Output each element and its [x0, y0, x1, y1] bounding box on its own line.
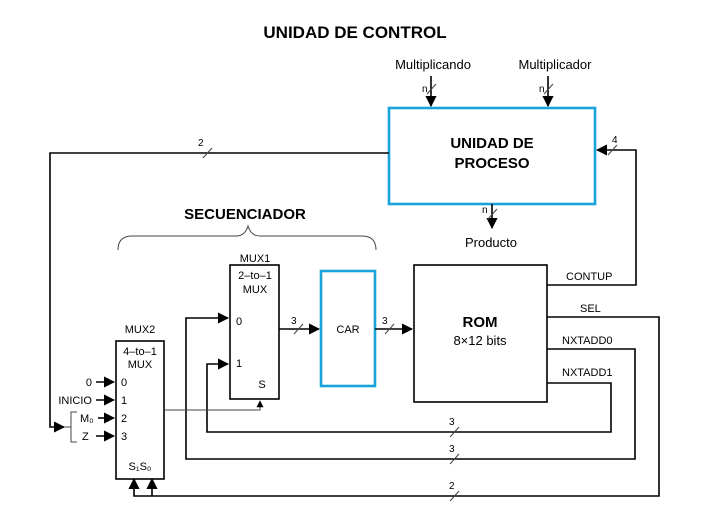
producto-width: n — [482, 205, 488, 216]
multiplicando-bus-slash — [426, 83, 437, 95]
secuenciador-label: SECUENCIADOR — [184, 206, 306, 223]
nxtadd1-bus-slash — [449, 426, 460, 438]
multiplicador-bus-slash — [543, 83, 554, 95]
mux2-src-3: Z — [82, 431, 89, 443]
mux2-type-2: MUX — [128, 359, 153, 371]
mux2-to-mux1-select-wire — [164, 400, 264, 411]
processing-unit-label-1: UNIDAD DE — [450, 135, 533, 152]
status-group-bracket — [64, 411, 77, 443]
producto-bus-slash — [487, 208, 498, 220]
producto-label: Producto — [465, 235, 517, 250]
car-rom-bus-slash — [384, 323, 395, 335]
contup-width: 4 — [612, 135, 618, 146]
mux1-type-1: 2–to–1 — [238, 270, 272, 282]
processing-unit-box — [387, 106, 597, 206]
car-rom-width: 3 — [382, 316, 388, 327]
nxtadd0-wire — [185, 312, 636, 460]
status-bus-width: 2 — [198, 138, 204, 149]
sel-label: SEL — [580, 303, 601, 315]
contup-label: CONTUP — [566, 271, 612, 283]
mux2-name: MUX2 — [125, 324, 156, 336]
nxtadd1-label: NXTADD1 — [562, 367, 613, 379]
multiplicando-width: n — [422, 84, 428, 95]
processing-unit-label-2: PROCESO — [454, 155, 529, 172]
mux2-src-2: M₀ — [80, 413, 94, 425]
mux2-type-1: 4–to–1 — [123, 346, 157, 358]
mux1-box — [229, 264, 280, 400]
rom-name: ROM — [463, 314, 498, 331]
mux2-src-1: INICIO — [58, 395, 92, 407]
mux1-select: S — [258, 379, 265, 391]
diagram-title: UNIDAD DE CONTROL — [263, 23, 446, 42]
mux2-input-1: 1 — [121, 395, 127, 407]
mux1-type-2: MUX — [243, 284, 268, 296]
sel-bus-slash — [449, 490, 460, 502]
mux1-car-width: 3 — [291, 316, 297, 327]
mux2-src-0: 0 — [86, 377, 92, 389]
sel-wire — [128, 316, 660, 497]
mux2-box — [115, 340, 165, 480]
mux2-input-3: 3 — [121, 431, 127, 443]
nxtadd1-wire — [206, 358, 612, 433]
multiplicador-label: Multiplicador — [519, 57, 593, 72]
mux1-car-bus-slash — [293, 323, 304, 335]
contup-wire — [547, 144, 637, 286]
mux1-input-1: 1 — [236, 358, 242, 370]
nxtadd0-bus-slash — [449, 453, 460, 465]
mux1-name: MUX1 — [240, 253, 271, 265]
secuenciador-brace — [117, 224, 377, 251]
nxtadd1-width: 3 — [449, 417, 455, 428]
rom-size: 8×12 bits — [453, 333, 507, 348]
nxtadd0-width: 3 — [449, 444, 455, 455]
multiplicador-width: n — [539, 84, 545, 95]
rom-box — [413, 264, 548, 403]
sel-width: 2 — [449, 481, 455, 492]
car-label: CAR — [336, 324, 359, 336]
status-bus-slash — [202, 147, 213, 159]
status-bus-wire — [49, 152, 389, 433]
nxtadd0-label: NXTADD0 — [562, 335, 613, 347]
contup-bus-slash — [607, 144, 618, 156]
mux2-input-0: 0 — [121, 377, 127, 389]
mux2-input-2: 2 — [121, 413, 127, 425]
mux1-input-0: 0 — [236, 316, 242, 328]
multiplicando-label: Multiplicando — [395, 57, 471, 72]
mux2-select: S₁S₀ — [129, 461, 152, 473]
